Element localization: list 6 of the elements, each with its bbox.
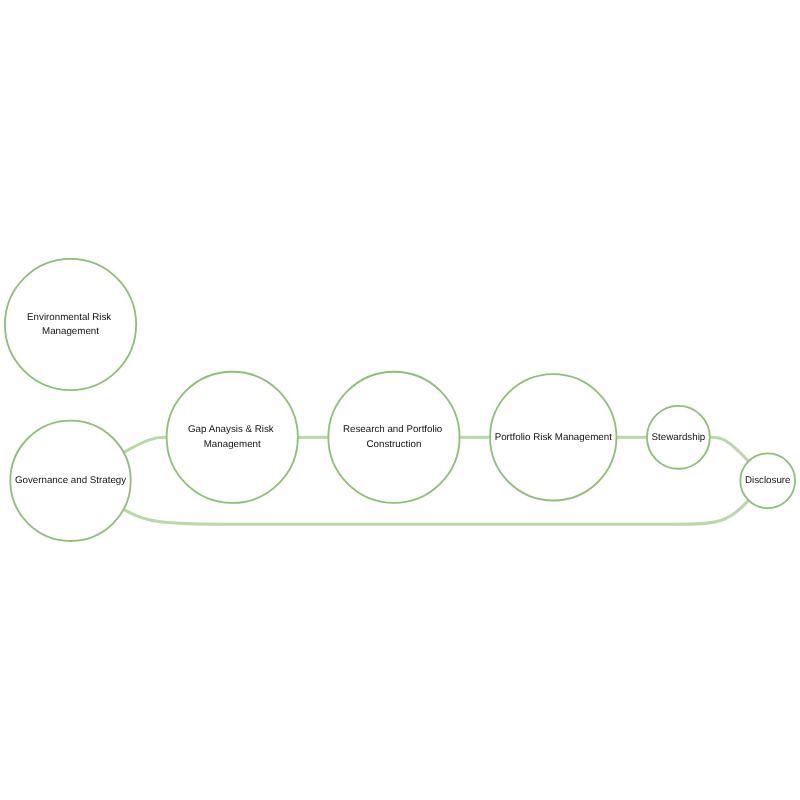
connector xyxy=(616,435,647,439)
connector xyxy=(297,435,329,439)
connector xyxy=(709,435,750,463)
connector xyxy=(122,499,750,526)
connector xyxy=(122,435,167,454)
connector xyxy=(459,435,491,439)
